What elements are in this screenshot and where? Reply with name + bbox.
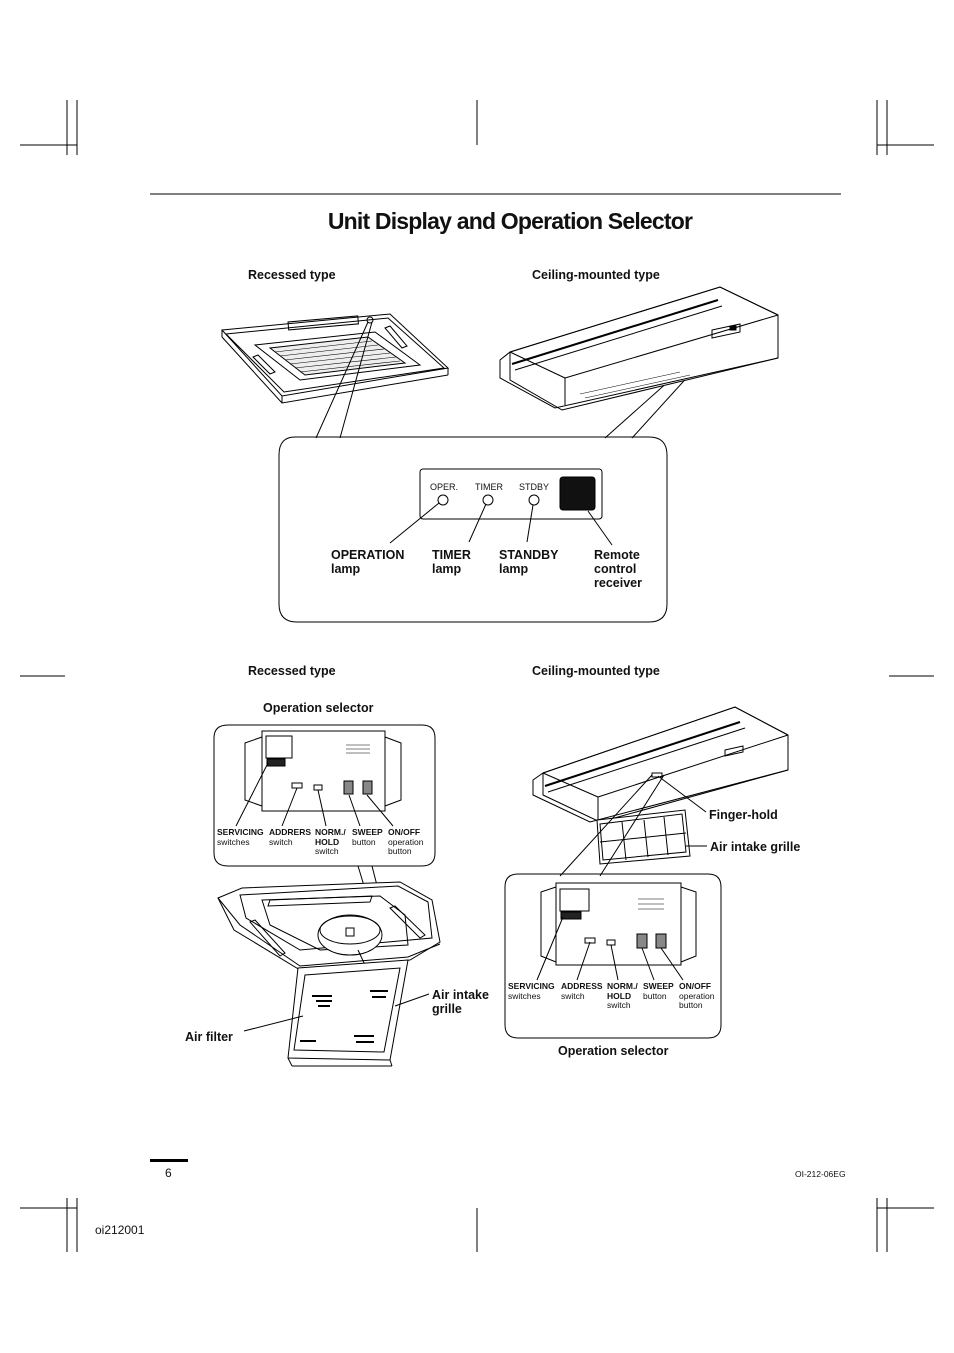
air-intake-grille-ceiling-label: Air intake grille	[710, 840, 801, 854]
panel-text-timer: TIMER	[475, 482, 503, 492]
display-ceiling-label: Ceiling-mounted type	[532, 268, 660, 282]
doc-code: OI-212-06EG	[795, 1169, 846, 1179]
air-filter-label: Air filter	[185, 1030, 233, 1044]
panel-text-oper: OPER.	[430, 482, 459, 492]
display-recessed-label: Recessed type	[248, 268, 336, 282]
selector-ceiling-label: Ceiling-mounted type	[532, 664, 660, 678]
recessed-selector-box	[244, 730, 402, 812]
display-detail-panel	[278, 436, 668, 623]
standby-lamp	[528, 494, 540, 506]
timer-lamp	[482, 494, 494, 506]
recessed-selector-panel	[213, 724, 436, 867]
selector-recessed-label: Recessed type	[248, 664, 336, 678]
operation-selector-bottom-label: Operation selector	[558, 1044, 669, 1058]
page-title: Unit Display and Operation Selector	[327, 208, 693, 234]
operation-lamp	[437, 494, 449, 506]
remote-receiver	[559, 476, 596, 511]
display-strip	[419, 468, 603, 520]
panel-text-stdby: STDBY	[519, 482, 550, 492]
recessed-unit-top	[220, 313, 450, 404]
ceiling-unit-bottom	[532, 706, 789, 865]
ceiling-selector-panel	[504, 873, 722, 1039]
finger-hold-label: Finger-hold	[709, 808, 778, 822]
operation-selector-label: Operation selector	[263, 701, 374, 715]
crop-marks	[20, 100, 934, 1252]
recessed-unit-bottom	[217, 881, 441, 1067]
page-number: 6	[165, 1166, 172, 1180]
ceiling-unit-top	[499, 286, 779, 411]
image-ref: oi212001	[95, 1223, 145, 1237]
footer-rule	[150, 1159, 188, 1162]
ceiling-selector-box	[540, 882, 697, 966]
